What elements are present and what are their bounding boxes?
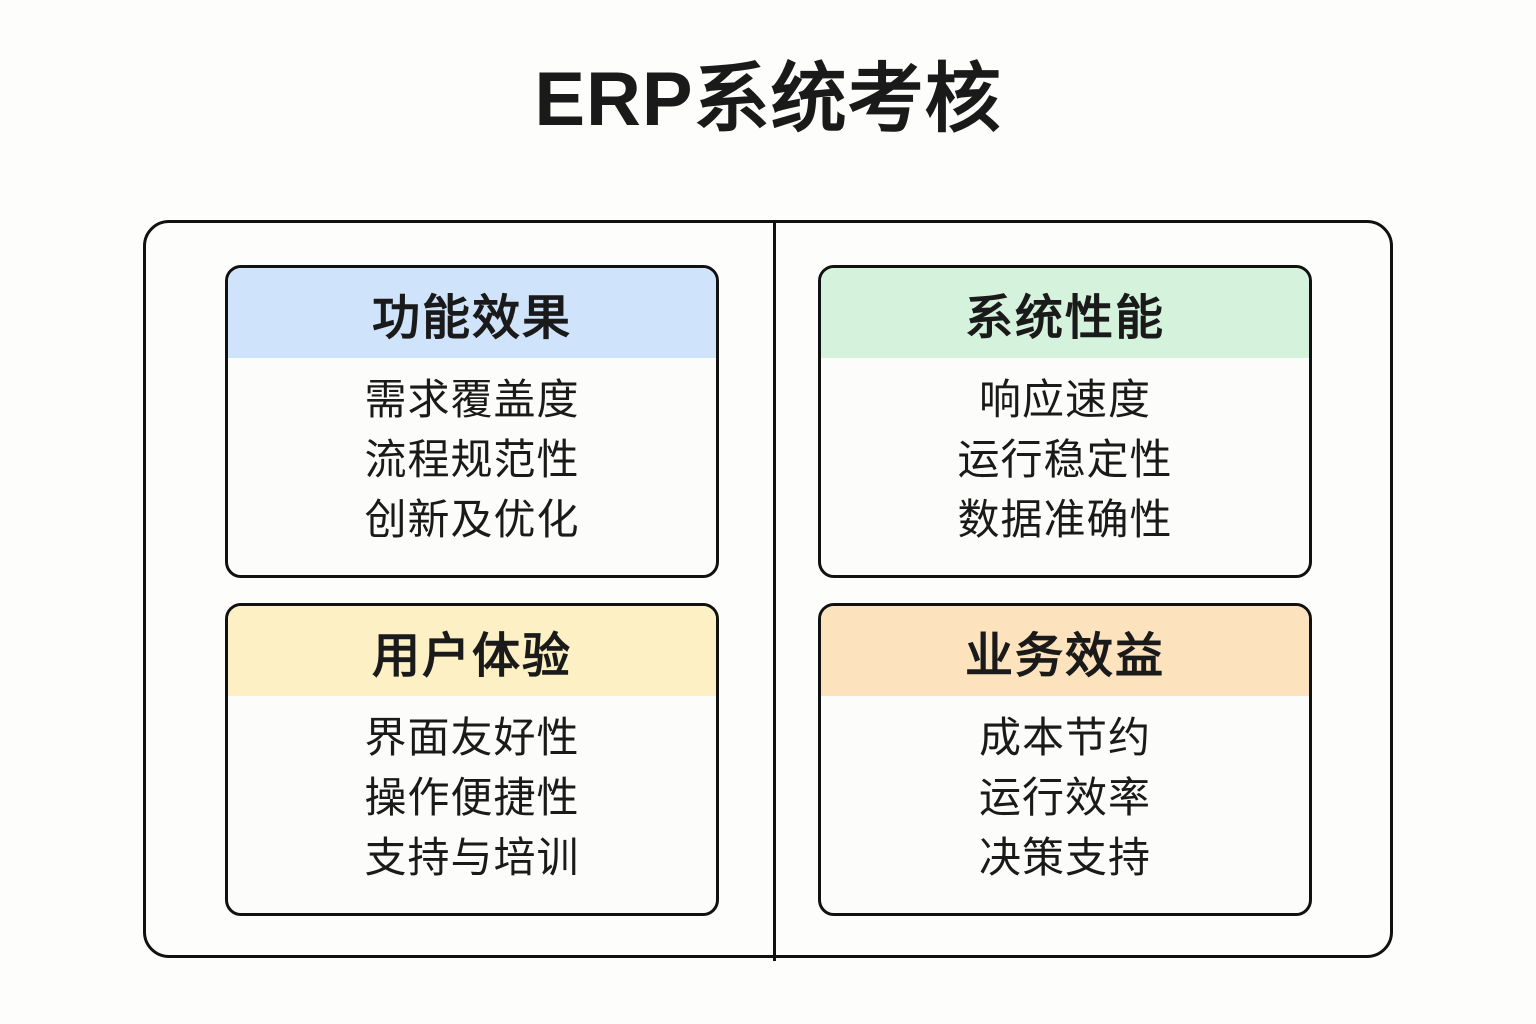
quadrant-card-functional-effect[interactable]: 功能效果 需求覆盖度 流程规范性 创新及优化 [225, 265, 719, 578]
list-item: 响应速度 [978, 376, 1151, 423]
list-item: 决策支持 [978, 834, 1151, 881]
quadrant-body-user-experience: 界面友好性 操作便捷性 支持与培训 [228, 696, 716, 913]
quadrant-header-system-performance: 系统性能 [821, 268, 1309, 358]
quadrant-body-system-performance: 响应速度 运行稳定性 数据准确性 [821, 358, 1309, 575]
quadrant-body-functional-effect: 需求覆盖度 流程规范性 创新及优化 [228, 358, 716, 575]
page-title: ERP系统考核 [534, 57, 1002, 142]
list-item: 操作便捷性 [364, 774, 580, 821]
quadrant-card-user-experience[interactable]: 用户体验 界面友好性 操作便捷性 支持与培训 [225, 603, 719, 916]
list-item: 需求覆盖度 [364, 376, 580, 423]
list-item: 支持与培训 [364, 834, 580, 881]
quadrant-body-business-benefit: 成本节约 运行效率 决策支持 [821, 696, 1309, 913]
list-item: 界面友好性 [364, 714, 580, 761]
quadrant-header-functional-effect: 功能效果 [228, 268, 716, 358]
list-item: 数据准确性 [957, 496, 1173, 543]
quadrant-card-system-performance[interactable]: 系统性能 响应速度 运行稳定性 数据准确性 [818, 265, 1312, 578]
quadrant-header-business-benefit: 业务效益 [821, 606, 1309, 696]
quadrant-card-business-benefit[interactable]: 业务效益 成本节约 运行效率 决策支持 [818, 603, 1312, 916]
list-item: 运行效率 [978, 774, 1151, 821]
quadrant-header-user-experience: 用户体验 [228, 606, 716, 696]
list-item: 运行稳定性 [957, 436, 1173, 483]
matrix-vertical-divider [773, 223, 776, 961]
list-item: 成本节约 [978, 714, 1151, 761]
list-item: 流程规范性 [364, 436, 580, 483]
list-item: 创新及优化 [364, 496, 580, 543]
matrix-container: 功能效果 需求覆盖度 流程规范性 创新及优化 系统性能 响应速度 运行稳定性 数… [143, 220, 1393, 961]
